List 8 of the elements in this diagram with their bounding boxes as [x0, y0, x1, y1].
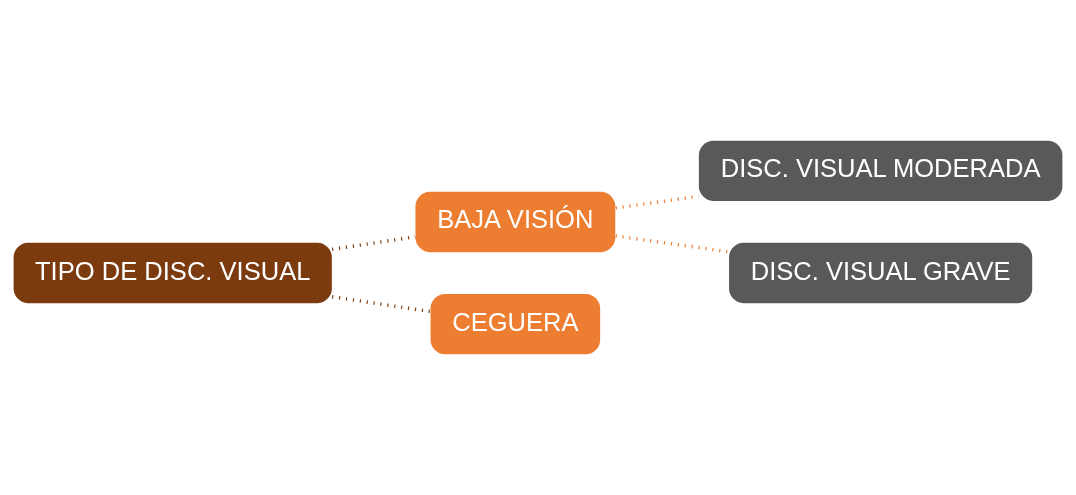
node-box: DISC. VISUAL GRAVE [729, 242, 1033, 304]
connector [331, 295, 431, 314]
node-box: DISC. VISUAL MODERADA [698, 140, 1063, 202]
node-box: CEGUERA [430, 293, 601, 355]
node-box: BAJA VISIÓN [415, 191, 616, 253]
connector [615, 194, 699, 210]
node-box: TIPO DE DISC. VISUAL [13, 242, 332, 304]
connector [615, 234, 730, 254]
